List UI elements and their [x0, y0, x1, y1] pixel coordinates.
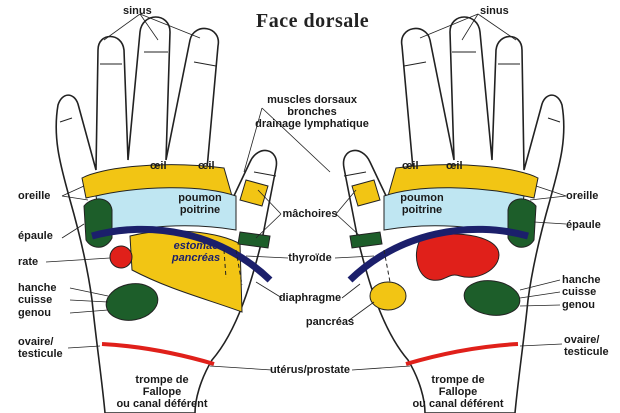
left-dashed-arrow-1 [235, 249, 243, 286]
right-thumb-yellow [351, 179, 381, 207]
left-label-testicule: testicule [18, 348, 63, 360]
right-label-oreille: oreille [566, 190, 599, 202]
center-label-bronches: bronches [287, 106, 337, 118]
right-hand-zones [343, 51, 561, 366]
right-label-poumon: poumon [400, 192, 444, 204]
right-label-trompe-1: trompe de [431, 374, 485, 386]
center-label-thyroide: thyroïde [288, 252, 332, 264]
right-label-genou: genou [562, 299, 595, 311]
right-label-oeil-2: œil [446, 160, 463, 172]
right-hip-zone [463, 280, 521, 316]
right-red-zone [416, 233, 500, 281]
right-label-sinus: sinus [480, 5, 509, 17]
left-dashed-arrow-2 [223, 249, 227, 279]
left-shoulder-zone [83, 198, 113, 248]
left-spleen [109, 245, 133, 269]
left-label-estomac: estomac [173, 240, 219, 252]
left-label-poitrine: poitrine [179, 204, 221, 216]
right-jaw-zone [349, 231, 383, 249]
left-label-epaule: épaule [18, 230, 53, 242]
right-label-testicule: testicule [564, 346, 609, 358]
right-shoulder-zone [507, 198, 537, 248]
left-label-trompe-1: trompe de [135, 374, 189, 386]
left-label-ovaire: ovaire/ [18, 336, 54, 348]
left-thumb-yellow [239, 179, 269, 207]
right-dashed-arrow [383, 249, 391, 283]
left-uterus-line [101, 342, 215, 366]
left-label-oeil-1: œil [150, 160, 167, 172]
left-label-genou: genou [18, 307, 51, 319]
left-label-poumon: poumon [178, 192, 222, 204]
left-label-oreille: oreille [18, 190, 51, 202]
right-label-trompe-2: Fallope [438, 386, 478, 398]
left-label-pancreas: pancréas [171, 252, 221, 264]
center-label-muscles: muscles dorsaux [267, 94, 357, 106]
center-label-drainage: drainage lymphatique [255, 118, 369, 130]
left-label-cuisse: cuisse [18, 294, 53, 306]
left-label-rate: rate [18, 256, 39, 268]
right-label-epaule: épaule [566, 219, 601, 231]
left-label-oeil-2: œil [198, 160, 215, 172]
right-uterus-line [405, 342, 519, 366]
left-label-trompe-3: ou canal déférent [116, 398, 208, 410]
right-label-cuisse: cuisse [562, 286, 597, 298]
right-label-hanche: hanche [562, 274, 601, 286]
center-label-diaphragme: diaphragme [278, 292, 342, 304]
left-label-trompe-2: Fallope [142, 386, 182, 398]
right-pancreas-zone [369, 281, 407, 311]
left-hip-zone [105, 283, 159, 321]
right-diaphragm [347, 225, 529, 283]
right-label-ovaire: ovaire/ [564, 334, 600, 346]
center-label-pancreas: pancréas [305, 316, 355, 328]
leader-lines [45, 13, 567, 371]
center-label-uterus: utérus/prostate [269, 364, 351, 376]
right-label-poitrine: poitrine [401, 204, 443, 216]
left-label-hanche: hanche [18, 282, 57, 294]
center-label-machoires: mâchoires [282, 208, 338, 220]
left-label-sinus: sinus [123, 5, 152, 17]
left-diaphragm [91, 225, 273, 283]
right-label-oeil-1: œil [402, 160, 419, 172]
left-hand-zones [59, 51, 277, 366]
right-label-trompe-3: ou canal déférent [412, 398, 504, 410]
diagram-title: Face dorsale [256, 10, 370, 32]
